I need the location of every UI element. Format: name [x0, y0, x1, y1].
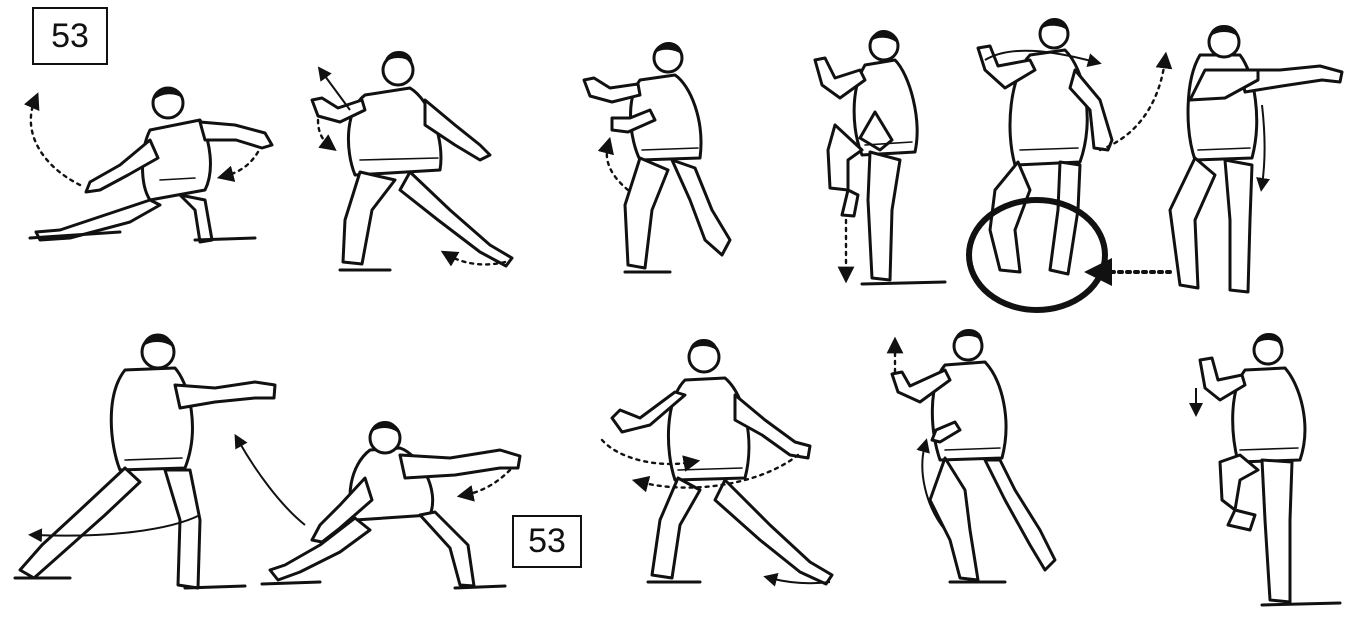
pose-bottom-1: [15, 334, 275, 588]
pose-top-5: [969, 18, 1170, 310]
highlight-circle: [969, 200, 1105, 310]
pose-bottom-3: [602, 340, 832, 585]
pose-top-4: [815, 30, 945, 284]
pose-top-6: [1170, 26, 1342, 293]
pose-bottom-2: [238, 422, 520, 589]
pose-top-3: [584, 42, 730, 272]
pose-top-2: [312, 52, 512, 271]
pose-top-1: [30, 88, 272, 242]
sequence-number-box-bottom: 53: [512, 515, 582, 568]
pose-bottom-4: [892, 330, 1055, 583]
sequence-number-box-top: 53: [32, 7, 108, 65]
pose-bottom-5: [1196, 334, 1340, 606]
